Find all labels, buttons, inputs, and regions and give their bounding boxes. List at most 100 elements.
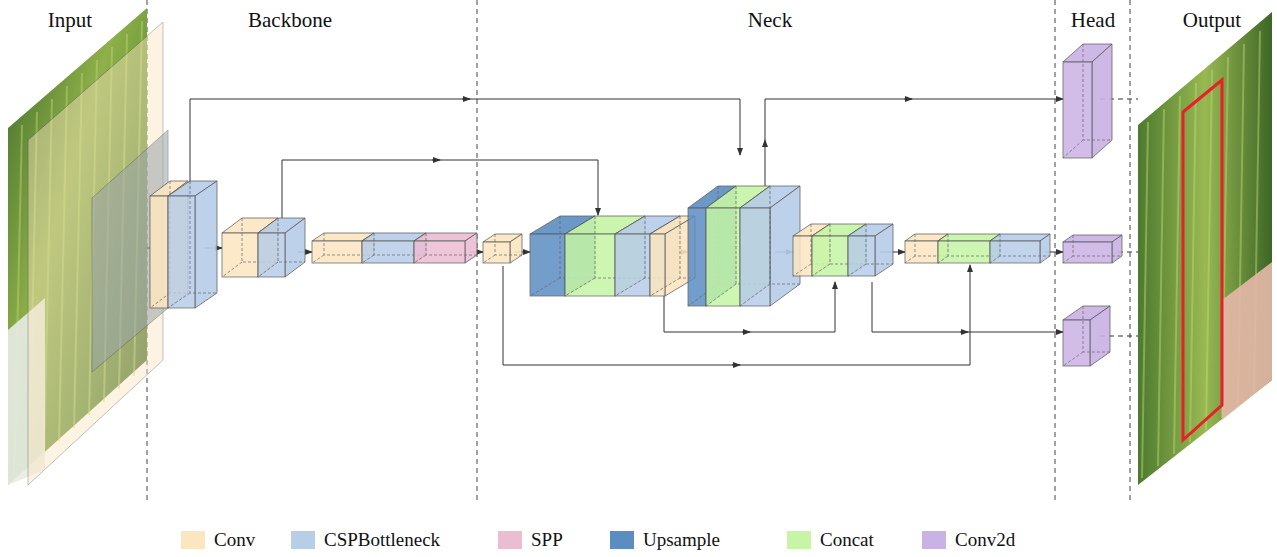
drawing-part [285, 218, 305, 277]
legend-swatch [922, 531, 946, 549]
section-label: Output [1183, 8, 1241, 33]
layer-block [1063, 306, 1110, 366]
drawing-part [414, 241, 465, 263]
drawing-part [362, 241, 414, 263]
drawing-part [222, 233, 258, 277]
drawing-part [938, 241, 990, 263]
drawing-part [990, 241, 1040, 263]
drawing-part [150, 196, 168, 308]
legend-swatch [498, 531, 522, 549]
layer-block [1063, 235, 1122, 263]
drawing-part [92, 130, 168, 372]
drawing-part [1000, 234, 1050, 256]
section-label: Input [48, 8, 92, 33]
drawing-part [1063, 140, 1083, 158]
drawing-part [510, 234, 522, 263]
drawing-part [565, 234, 615, 296]
drawing-part [168, 196, 195, 308]
drawing-part [1073, 235, 1122, 256]
drawing-part [706, 208, 740, 306]
drawing-part [483, 255, 495, 263]
drawing-part [1206, 70, 1212, 430]
drawing-part [414, 255, 426, 263]
legend-text: Conv2d [955, 529, 1015, 551]
flow-line [765, 99, 1063, 140]
drawing-part [195, 181, 217, 308]
drawing-part [312, 255, 324, 263]
section-divider [1055, 0, 1056, 500]
drawing-part [938, 234, 1000, 241]
legend-swatch [787, 531, 811, 549]
drawing-part [1174, 96, 1180, 454]
layer-block [258, 218, 305, 277]
flow-arrow [960, 332, 968, 333]
drawing-part [1040, 234, 1050, 263]
section-label: Backbone [248, 8, 332, 33]
flow-line [190, 99, 740, 190]
drawing-part [706, 284, 736, 306]
drawing-part [530, 278, 560, 296]
layer-block [740, 186, 800, 306]
drawing-part [483, 242, 510, 263]
drawing-part [905, 256, 915, 263]
section-label: Neck [748, 8, 792, 33]
flow-line [282, 160, 598, 218]
legend-swatch [181, 531, 205, 549]
flow-arrow [742, 332, 750, 333]
drawing-part [565, 278, 595, 296]
flow-line [872, 282, 1063, 332]
drawing-part [1112, 235, 1122, 263]
drawing-part [650, 278, 680, 296]
legend-text: Upsample [643, 529, 720, 551]
drawing-part [1063, 352, 1083, 366]
drawing-part [938, 256, 948, 263]
input-image [8, 8, 168, 485]
section-divider [1130, 0, 1131, 500]
drawing-part [150, 293, 170, 308]
drawing-part [1063, 62, 1092, 158]
drawing-part [1063, 242, 1112, 263]
drawing-part [990, 256, 1000, 263]
drawing-part [1138, 12, 1272, 485]
legend-swatch [291, 531, 315, 549]
drawing-part [1183, 80, 1222, 440]
drawing-part [362, 255, 374, 263]
drawing-part [312, 241, 362, 263]
layer-block [1063, 44, 1112, 158]
drawing-part [278, 218, 305, 262]
drawing-part [740, 284, 770, 306]
drawing-part [190, 181, 217, 293]
drawing-part [1222, 262, 1272, 420]
drawing-part [1083, 306, 1110, 352]
flow-arrow [732, 365, 740, 366]
flow-line [765, 140, 766, 186]
drawing-part [875, 224, 893, 276]
drawing-part [1092, 44, 1112, 158]
legend-text: Conv [214, 529, 255, 551]
drawing-part [495, 234, 522, 255]
layer-block [848, 224, 893, 276]
layer-block [990, 234, 1050, 263]
drawing-part [1090, 306, 1110, 366]
section-label: Head [1071, 8, 1115, 33]
drawing-part [866, 224, 893, 264]
drawing-part [848, 264, 866, 276]
layer-block [483, 234, 522, 263]
legend-text: Concat [820, 529, 874, 551]
flow-arrow [432, 160, 440, 161]
drawing-part [793, 236, 812, 276]
drawing-part [1063, 320, 1090, 366]
drawing-part [615, 278, 645, 296]
flow-arrow [904, 99, 912, 100]
layer-block [168, 181, 217, 308]
drawing-part [848, 236, 875, 276]
drawing-part [426, 233, 477, 255]
legend-text: SPP [531, 529, 563, 551]
drawing-part [168, 293, 190, 308]
drawing-part [1158, 109, 1164, 466]
drawing-part [258, 262, 278, 277]
drawing-part [1063, 256, 1073, 263]
drawing-part [905, 241, 938, 263]
drawing-part [688, 208, 706, 306]
